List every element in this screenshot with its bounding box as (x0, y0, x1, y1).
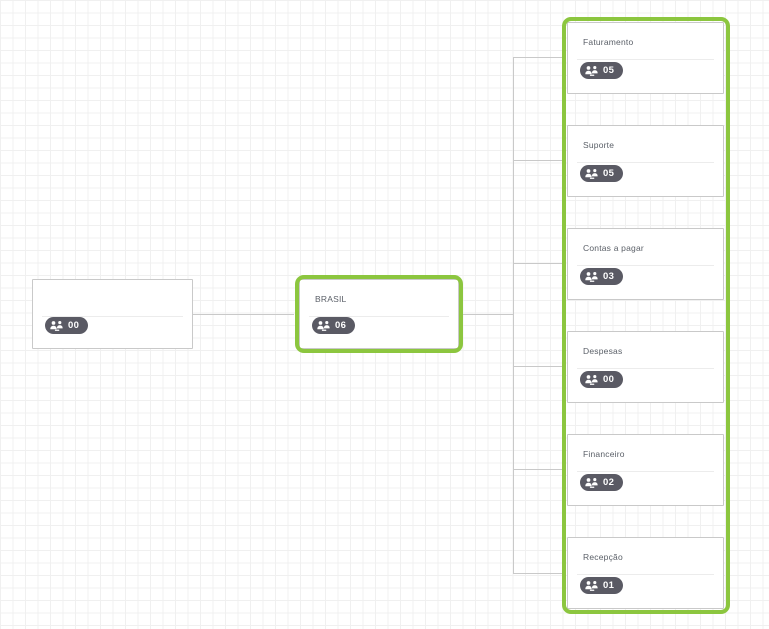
node-brasil-member-badge[interactable]: 06 (312, 317, 356, 334)
node-department-5-member-badge[interactable]: 02 (580, 474, 624, 491)
users-group-icon (50, 320, 63, 331)
node-root-member-badge[interactable]: 00 (45, 317, 89, 334)
connector-trunk-to-dept-4 (513, 366, 565, 367)
node-department-3-divider (577, 265, 714, 266)
connector-country-to-trunk (462, 314, 513, 315)
node-department-5-title: Financeiro (583, 449, 625, 459)
users-group-icon (585, 65, 598, 76)
node-department-2-divider (577, 162, 714, 163)
node-root-divider (42, 316, 183, 317)
node-root[interactable]: 00 (32, 279, 193, 349)
users-group-icon (585, 374, 598, 385)
node-department-5-divider (577, 471, 714, 472)
node-department-5-member-count: 02 (603, 476, 615, 488)
node-department-6-member-count: 01 (603, 579, 615, 591)
node-department-6-member-badge[interactable]: 01 (580, 577, 624, 594)
users-group-icon (585, 168, 598, 179)
node-brasil[interactable]: BRASIL 06 (299, 279, 459, 349)
users-group-icon (585, 477, 598, 488)
node-department-4-title: Despesas (583, 346, 623, 356)
node-department-1-member-badge[interactable]: 05 (580, 62, 624, 79)
node-department-6[interactable]: Recepção 01 (567, 537, 724, 609)
users-group-icon (585, 580, 598, 591)
node-department-6-title: Recepção (583, 552, 623, 562)
node-department-6-divider (577, 574, 714, 575)
node-department-2-member-badge[interactable]: 05 (580, 165, 624, 182)
node-department-4-divider (577, 368, 714, 369)
node-department-3-member-badge[interactable]: 03 (580, 268, 624, 285)
node-brasil-divider (309, 316, 449, 317)
connector-trunk-vertical (513, 57, 514, 574)
node-department-3-member-count: 03 (603, 270, 615, 282)
connector-trunk-to-dept-1 (513, 57, 565, 58)
node-department-5[interactable]: Financeiro 02 (567, 434, 724, 506)
node-department-1-divider (577, 59, 714, 60)
node-department-2-member-count: 05 (603, 167, 615, 179)
connector-trunk-to-dept-6 (513, 573, 565, 574)
node-department-4-member-badge[interactable]: 00 (580, 371, 624, 388)
node-department-1-title: Faturamento (583, 37, 634, 47)
node-brasil-member-count: 06 (335, 319, 347, 331)
node-department-3-title: Contas a pagar (583, 243, 644, 253)
node-department-4[interactable]: Despesas 00 (567, 331, 724, 403)
users-group-icon (317, 320, 330, 331)
node-department-1[interactable]: Faturamento 05 (567, 22, 724, 94)
connector-root-to-country (193, 314, 294, 315)
connector-trunk-to-dept-2 (513, 160, 565, 161)
node-department-1-member-count: 05 (603, 64, 615, 76)
node-department-2[interactable]: Suporte 05 (567, 125, 724, 197)
node-department-3[interactable]: Contas a pagar 03 (567, 228, 724, 300)
connector-trunk-to-dept-5 (513, 469, 565, 470)
users-group-icon (585, 271, 598, 282)
node-brasil-title: BRASIL (315, 294, 347, 304)
node-department-2-title: Suporte (583, 140, 615, 150)
selection-frame-departments (562, 17, 730, 614)
connector-trunk-to-dept-3 (513, 263, 565, 264)
node-department-4-member-count: 00 (603, 373, 615, 385)
node-root-member-count: 00 (68, 319, 80, 331)
